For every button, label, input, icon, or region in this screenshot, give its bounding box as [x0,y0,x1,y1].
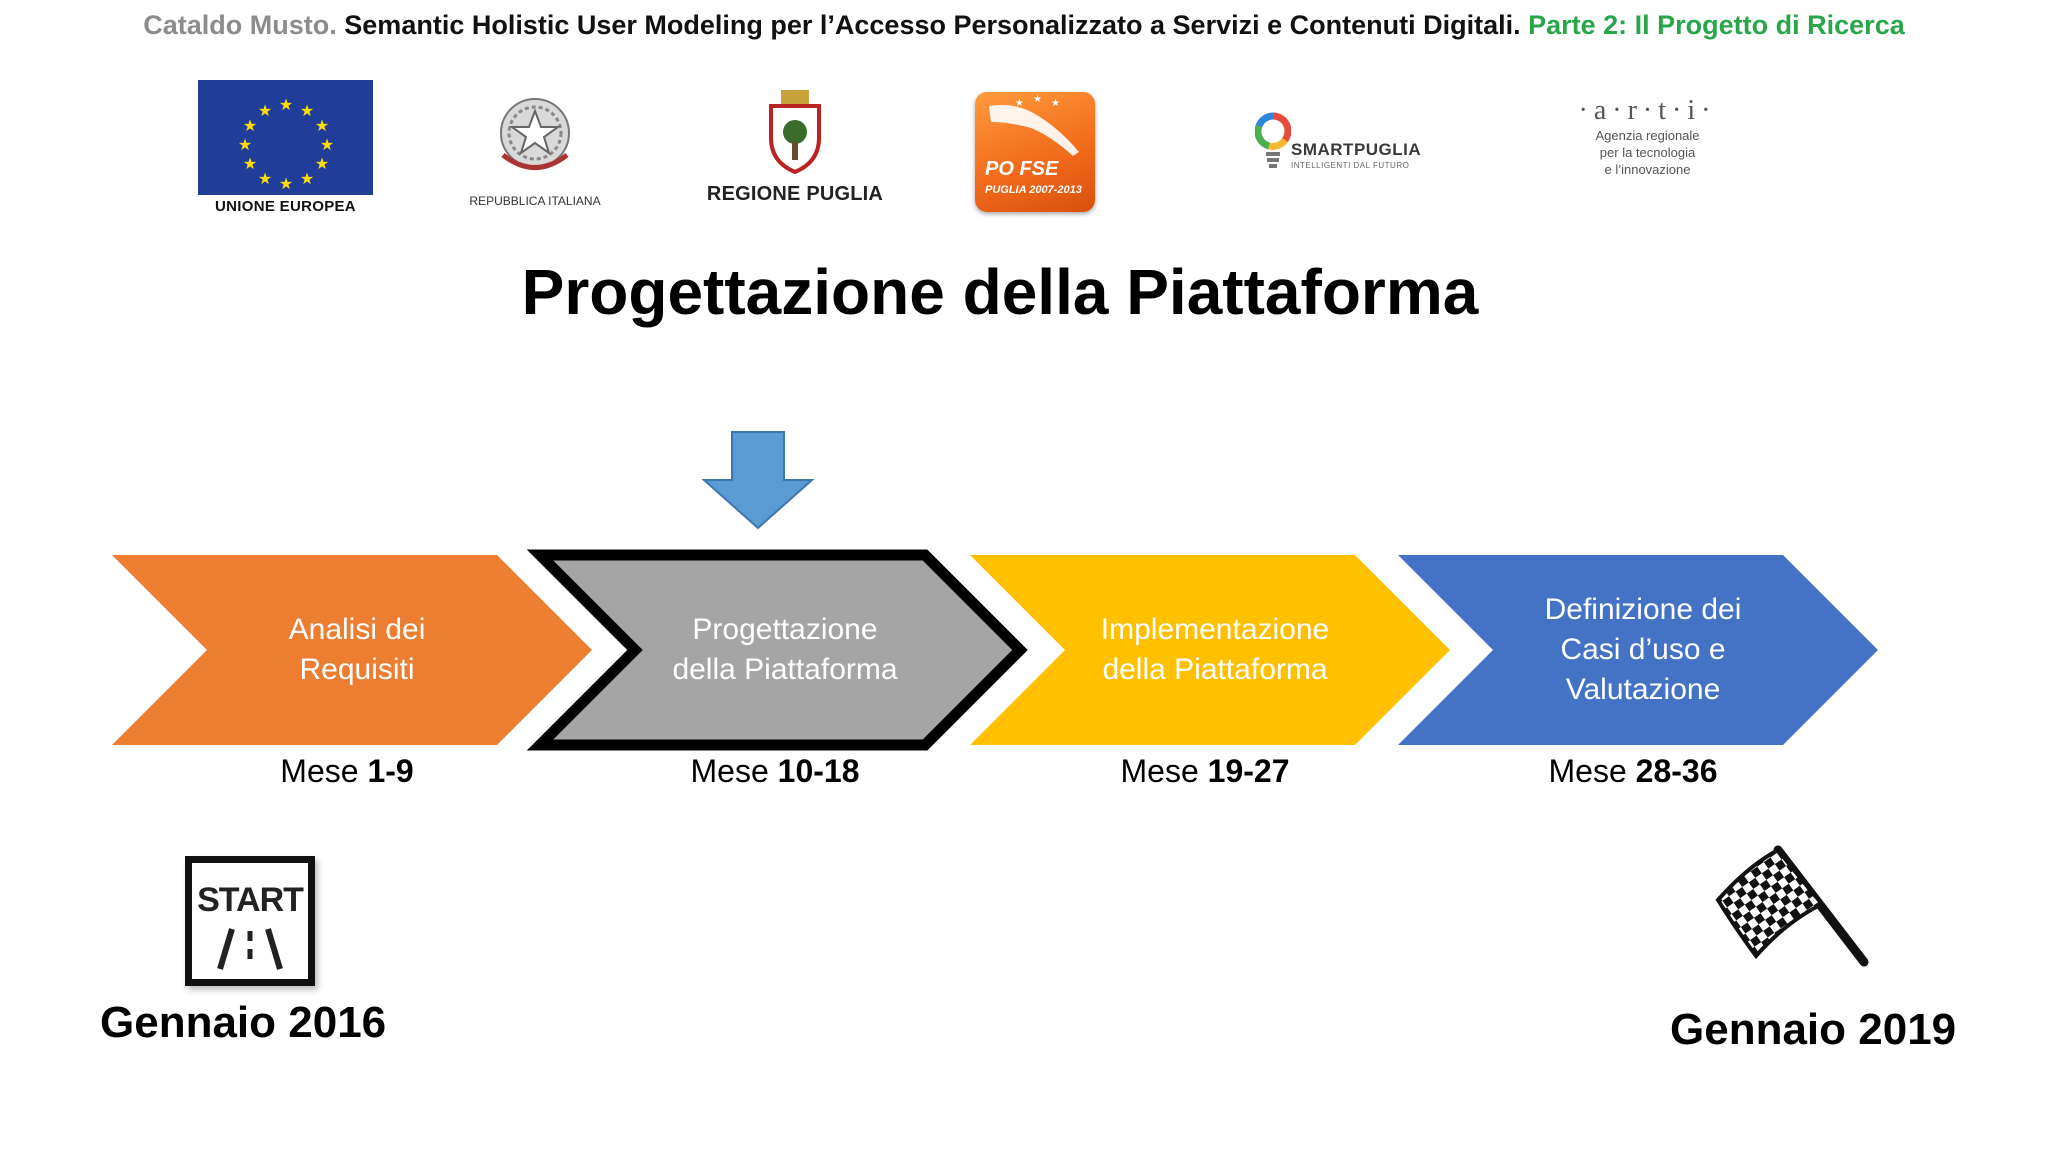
eu-flag-icon: ★★★ ★★★ ★★★ ★★★ [198,80,373,195]
puglia-map-icon: ★ ★ ★ [989,94,1079,156]
svg-text:★: ★ [279,174,293,193]
phase-month: Mese 1-9 [197,753,497,790]
phase-month-prefix: Mese [1120,753,1208,789]
svg-text:★: ★ [243,116,257,135]
phase-month: Mese 10-18 [625,753,925,790]
regione-puglia-logo: REGIONE PUGLIA [700,88,890,208]
phase-label-line: della Piattaforma [672,653,898,686]
slide-title: Progettazione della Piattaforma [521,256,1479,328]
phase-chevron [1398,555,1878,745]
phase-month-range: 19-27 [1207,753,1290,789]
rp-logo-label: REGIONE PUGLIA [706,183,884,205]
checkered-flag-icon [1715,845,1869,967]
start-icon-text: START [197,881,304,919]
end-date: Gennaio 2019 [1670,1005,1957,1054]
phase-label-line: Valutazione [1565,673,1721,706]
phase-label-line: Analisi dei [288,613,426,646]
phase-label-line: della Piattaforma [1102,653,1328,686]
smartpuglia-logo: SMARTPUGLIA INTELLIGENTI DAL FUTURO [1255,112,1445,182]
svg-text:★: ★ [315,154,329,173]
eu-logo-label: UNIONE EUROPEA [215,198,356,215]
ri-logo-label: REPUBBLICA ITALIANA [469,194,601,208]
italian-emblem-icon [500,98,570,170]
svg-text:★: ★ [279,95,293,114]
eu-logo: ★★★ ★★★ ★★★ ★★★ UNIONE EUROPEA [198,80,373,215]
phase-month-prefix: Mese [1548,753,1636,789]
slide-header: Cataldo Musto. Semantic Holistic User Mo… [0,10,2048,41]
phase-month-prefix: Mese [280,753,368,789]
header-part: Parte 2: Il Progetto di Ricerca [1528,10,1905,40]
svg-text:★: ★ [258,101,272,120]
pofse-title: PO FSE [985,158,1059,180]
svg-text:★: ★ [238,135,252,154]
svg-text:★: ★ [315,116,329,135]
arti-logo: ·a·r·t·i· Agenzia regionale per la tecno… [1565,95,1730,195]
po-fse-logo: ★ ★ ★ PO FSE PUGLIA 2007-2013 [975,92,1095,212]
svg-text:★: ★ [320,135,334,154]
arti-sub-line-1: Agenzia regionale [1595,128,1700,143]
svg-text:★: ★ [300,169,314,188]
arti-wordmark: ·a·r·t·i· [1578,95,1717,126]
phase-month-range: 28-36 [1635,753,1718,789]
phase-chevron [970,555,1450,745]
phase-month: Mese 28-36 [1483,753,1783,790]
pofse-subtitle: PUGLIA 2007-2013 [985,184,1082,196]
start-icon: START [185,856,315,986]
svg-text:★: ★ [300,101,314,120]
phase-label-line: Casi d’uso e [1560,633,1726,666]
phase-label: Progettazione della Piattaforma [605,610,965,690]
svg-text:★: ★ [1033,94,1042,105]
phase-label-line: Progettazione [692,613,878,646]
repubblica-italiana-logo: REPUBBLICA ITALIANA [450,85,620,210]
puglia-coat-of-arms-icon [769,90,821,175]
current-phase-arrow-icon [701,431,815,530]
svg-text:★: ★ [1015,98,1024,109]
phase-label-line: Definizione dei [1544,593,1742,626]
phase-month-range: 10-18 [777,753,860,789]
phase-month-range: 1-9 [367,753,414,789]
header-thesis-title: Semantic Holistic User Modeling per l’Ac… [344,10,1521,40]
arti-sub-line-3: e l’innovazione [1604,162,1691,177]
svg-text:★: ★ [243,154,257,173]
smartpuglia-tagline: INTELLIGENTI DAL FUTURO [1291,161,1410,170]
lightbulb-icon [1255,112,1291,168]
smartpuglia-name: SMARTPUGLIA [1291,140,1422,159]
header-author: Cataldo Musto. [143,10,337,40]
phase-month-prefix: Mese [690,753,778,789]
phase-month: Mese 19-27 [1055,753,1355,790]
arti-sub-line-2: per la tecnologia [1599,145,1696,160]
phase-label-line: Requisiti [299,653,415,686]
phase-label-line: Implementazione [1100,613,1330,646]
phase-label: Implementazione della Piattaforma [1035,610,1395,690]
start-date: Gennaio 2016 [100,998,387,1047]
phase-chevron [526,549,1028,751]
svg-text:★: ★ [258,169,272,188]
phase-chevron [112,555,592,745]
svg-text:★: ★ [1051,98,1060,109]
